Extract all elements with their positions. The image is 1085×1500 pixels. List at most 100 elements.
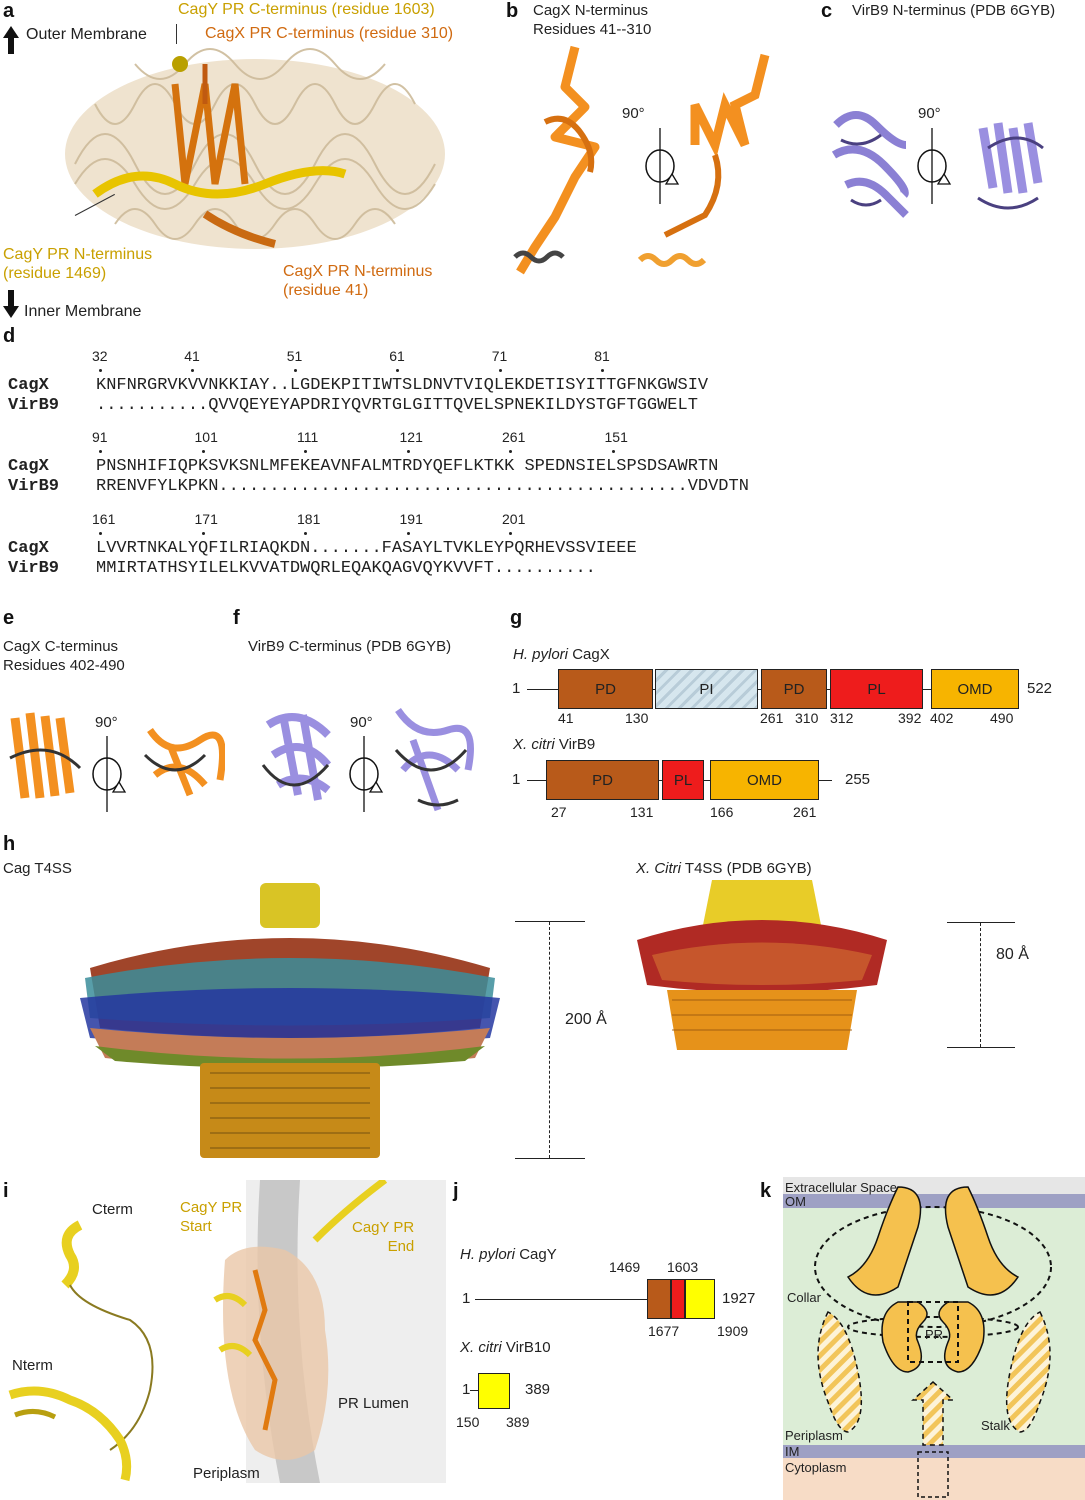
periplasm-label: Periplasm <box>193 1465 260 1482</box>
cagx-end: 522 <box>1027 680 1053 697</box>
rotate-arrow-icon <box>349 736 384 812</box>
cagy-start: 1 <box>462 1290 471 1307</box>
cagy-pr-end-label: CagY PR End <box>352 1218 414 1256</box>
panel-label-a: a <box>3 0 15 22</box>
alignment-sequence-name: VirB9 <box>8 559 60 578</box>
scale-bar-bottom-tick <box>515 1158 585 1159</box>
alignment-position-number: 61 <box>389 348 405 364</box>
up-arrow-icon <box>3 26 19 54</box>
panel-e-title-line2: Residues 402-490 <box>3 657 125 674</box>
t4ss-schematic-image <box>814 1186 1052 1498</box>
alignment-tick-dot <box>509 532 512 535</box>
cagx-bound: 261 <box>760 710 784 726</box>
cagx-domain-pd-2: PD <box>761 669 827 709</box>
cagx-domain-pl: PL <box>830 669 923 709</box>
scale-bar-bottom-tick <box>947 1047 1015 1048</box>
cag-t4ss-structure-image <box>80 883 500 1158</box>
virb10-start: 1 <box>462 1381 471 1398</box>
panel-label-k: k <box>760 1180 772 1202</box>
virb10-protein: VirB10 <box>505 1339 551 1356</box>
virb10-domain-yellow <box>478 1373 510 1409</box>
virb9-bound: 131 <box>630 804 654 820</box>
cytoplasm-region <box>783 1458 1085 1500</box>
alignment-position-number: 261 <box>502 429 526 445</box>
virb9-bound: 166 <box>710 804 734 820</box>
cagx-cagy-structure-image <box>65 48 445 249</box>
cagx-n-terminus-label: CagX PR N-terminus (residue 41) <box>283 262 432 300</box>
cagx-n-terminus-line1: CagX PR N-terminus <box>283 263 433 280</box>
xcitri-title-rest: T4SS (PDB 6GYB) <box>684 860 812 877</box>
cagx-bound: 312 <box>830 710 854 726</box>
panel-label-h: h <box>3 833 16 855</box>
alignment-position-number: 41 <box>184 348 200 364</box>
virb9-n-terminus-ribbon-rotated-image <box>977 122 1044 210</box>
alignment-tick-dot <box>293 369 297 372</box>
virb9-c-terminus-ribbon-rotated-image <box>394 707 474 812</box>
alignment-tick-dot <box>99 532 102 535</box>
cagy-domain-brown <box>647 1279 671 1319</box>
periplasm-region-label: Periplasm <box>785 1428 843 1443</box>
alignment-tick-dot <box>304 532 307 535</box>
cagx-bound: 490 <box>990 710 1014 726</box>
alignment-position-number: 81 <box>594 348 610 364</box>
pr-label: PR <box>925 1327 944 1342</box>
extracellular-region <box>783 1177 1085 1194</box>
cagx-start: 1 <box>512 680 521 697</box>
alignment-position-number: 101 <box>194 429 218 445</box>
cagy-domain-yellow <box>685 1279 715 1319</box>
cagy-c-terminus-label: CagY PR C-terminus (residue 1603) <box>178 1 435 18</box>
alignment-sequence-name: CagX <box>8 457 49 476</box>
virb9-end: 255 <box>845 771 871 788</box>
cagx-c-terminus-label: CagX PR C-terminus (residue 310) <box>205 25 454 42</box>
panel-label-c: c <box>821 0 833 22</box>
panel-b-title-line1: CagX N-terminus <box>533 2 649 19</box>
rotation-label: 90° <box>918 105 941 122</box>
cagy-pr-start-line2: Start <box>180 1218 212 1235</box>
panel-label-j: j <box>453 1180 459 1202</box>
alignment-position-number: 171 <box>194 511 218 527</box>
cag-t4ss-title: Cag T4SS <box>3 860 72 877</box>
cagy-pr-density-image <box>213 1180 388 1460</box>
alignment-sequence-name: VirB9 <box>8 477 60 496</box>
cagx-bound: 310 <box>795 710 819 726</box>
alignment-position-number: 151 <box>604 429 628 445</box>
alignment-sequence-row: MMIRTATHSYILELKVVATDWQRLEQAKQAGVQYKVVFT.… <box>96 559 596 578</box>
collar-label: Collar <box>787 1290 821 1305</box>
rotate-arrow-icon <box>917 128 952 204</box>
alignment-tick-dot <box>201 532 205 535</box>
xcitri-t4ss-structure-image <box>637 880 887 1050</box>
alignment-tick-dot <box>396 369 400 372</box>
outer-membrane-band <box>783 1194 1085 1208</box>
cagx-domain-omd: OMD <box>931 669 1019 709</box>
rotation-label: 90° <box>350 714 373 731</box>
rotate-arrow-icon <box>92 736 127 812</box>
cagy-pr-end-line2: End <box>387 1238 415 1255</box>
outer-membrane-label: Outer Membrane <box>26 26 147 43</box>
om-label: OM <box>785 1194 806 1209</box>
scale-bar-dashed <box>980 923 981 1047</box>
virb9-c-terminus-ribbon-image <box>261 713 332 801</box>
virb10-bottom-bound: 389 <box>506 1414 530 1430</box>
panel-f-title: VirB9 C-terminus (PDB 6GYB) <box>248 638 452 655</box>
panel-label-b: b <box>506 0 519 22</box>
cagy-bottom-bound: 1677 <box>648 1323 680 1339</box>
xcitri-t4ss-title: X. Citri T4SS (PDB 6GYB) <box>636 859 812 878</box>
down-arrow-icon <box>3 290 19 318</box>
cagx-protein: CagX <box>572 646 610 663</box>
virb9-start: 1 <box>512 771 521 788</box>
cagx-n-terminus-ribbon-rotated-image <box>637 53 770 267</box>
scale-bar-top-tick <box>515 921 585 922</box>
cagy-bottom-bound: 1909 <box>717 1323 749 1339</box>
stalk-label: Stalk <box>981 1418 1010 1433</box>
cagy-pr-start-label: CagY PR Start <box>180 1198 242 1236</box>
cagx-n-terminus-line2: (residue 41) <box>283 282 369 299</box>
virb9-bound: 27 <box>551 804 567 820</box>
nterm-label: Nterm <box>12 1357 53 1374</box>
alignment-position-number: 161 <box>92 511 116 527</box>
cagx-domain-pd-1: PD <box>558 669 653 709</box>
virb9-domain-title: X. citri VirB9 <box>513 735 595 754</box>
xcitri-species: X. Citri <box>636 860 681 877</box>
cagy-pr-end-line1: CagY PR <box>352 1219 415 1236</box>
cagx-domain-title: H. pylori CagX <box>513 645 610 664</box>
alignment-tick-dot <box>99 450 102 453</box>
